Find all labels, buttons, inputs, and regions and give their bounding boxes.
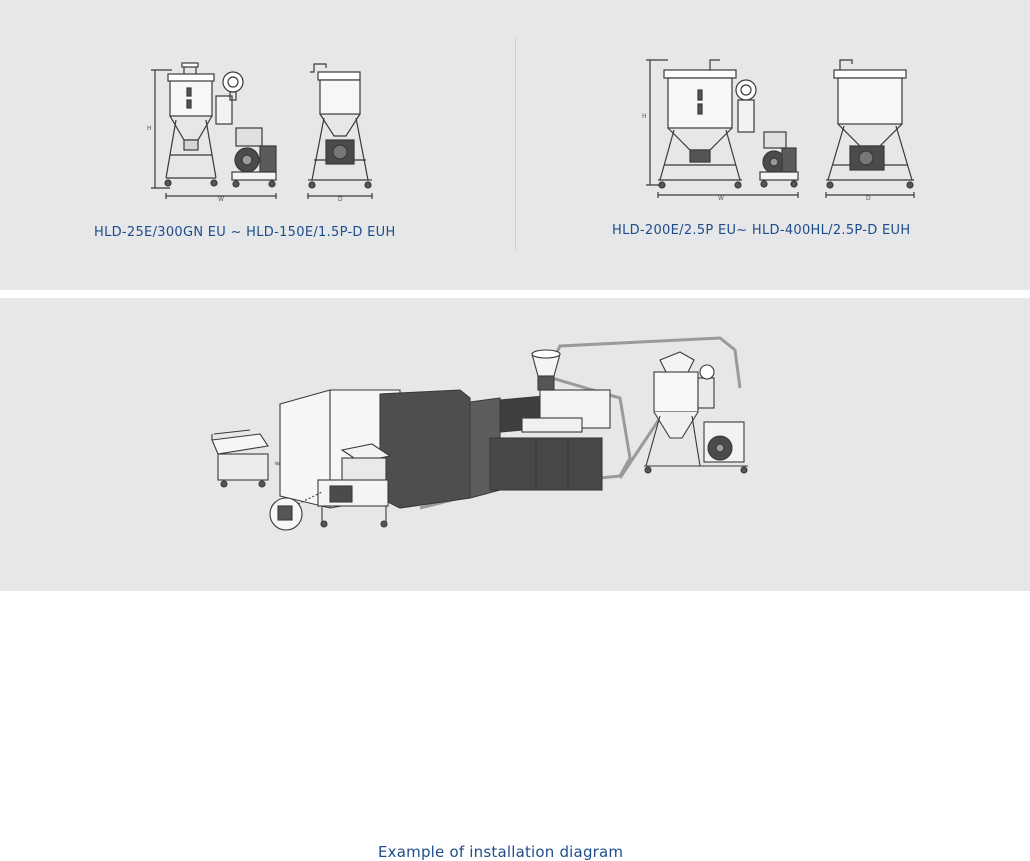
height-dimension-label-left: H xyxy=(147,125,152,132)
small-dryer-side-drawing xyxy=(307,63,373,199)
depth-dimension-label-left: D xyxy=(338,196,343,203)
valve-detail-callout xyxy=(269,491,323,531)
large-dryer-side-drawing xyxy=(825,59,915,198)
height-dimension-label-right: H xyxy=(642,113,647,120)
left-model-caption: HLD-25E/300GN EU ~ HLD-150E/1.5P-D EUH xyxy=(94,225,396,240)
installation-diagram-panel: Example of installation diagram xyxy=(0,298,1030,861)
product-models-panel: H W D H W D HLD-25E/300GN EU ~ HLD-150E/… xyxy=(0,0,1030,290)
installation-diagram xyxy=(211,336,748,531)
granulator xyxy=(317,443,392,528)
material-cart xyxy=(211,429,269,488)
hopper-dryer-unit xyxy=(644,351,748,474)
panel-divider xyxy=(515,38,516,250)
installation-caption: Example of installation diagram xyxy=(378,843,624,861)
width-dimension-label-right: W xyxy=(718,195,724,202)
small-dryer-front-drawing xyxy=(151,62,277,199)
large-dryer-front-drawing xyxy=(646,59,799,198)
dryer-drawings: H W D H W D xyxy=(147,59,915,203)
width-dimension-label-left: W xyxy=(218,196,224,203)
right-model-caption: HLD-200E/2.5P EU~ HLD-400HL/2.5P-D EUH xyxy=(612,223,911,238)
depth-dimension-label-right: D xyxy=(866,195,871,202)
